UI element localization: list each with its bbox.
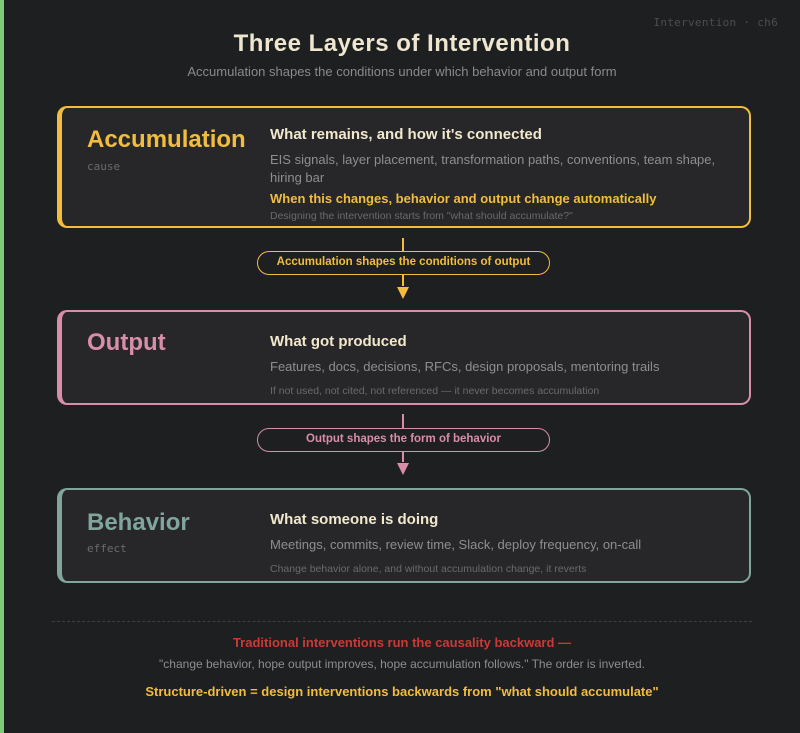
layer-name: Accumulation [87,126,246,153]
page-subtitle: Accumulation shapes the conditions under… [187,64,617,79]
layer-heading: What someone is doing [270,511,439,528]
footer-quote: "change behavior, hope output improves, … [159,657,645,671]
layer-items: Meetings, commits, review time, Slack, d… [270,537,642,552]
layer-note: Change behavior alone, and without accum… [270,563,587,575]
layer-items: Features, docs, decisions, RFCs, design … [270,359,660,374]
connector-label: Accumulation shapes the conditions of ou… [257,251,550,275]
layer-note: Designing the intervention starts from "… [270,210,573,222]
layer-name: Behavior [87,509,190,536]
footer-key-message: Structure-driven = design interventions … [145,684,659,699]
layer-role: cause [87,160,121,173]
layer-body: What remains, and how it's connected EIS… [270,126,729,222]
footer-warning: Traditional interventions run the causal… [232,635,572,650]
behavior-card: Behavior effect What someone is doing Me… [57,488,751,583]
layer-note: If not used, not cited, not referenced —… [270,385,600,397]
accumulation-card: Accumulation cause What remains, and how… [57,106,751,228]
arrow-down-icon [397,287,409,299]
page-title: Three Layers of Intervention [233,30,571,57]
layer-emphasis: When this changes, behavior and output c… [270,191,657,206]
layer-heading: What got produced [270,333,407,350]
chapter-tag: Intervention · ch6 [653,16,778,29]
layer-role: effect [87,542,127,555]
dashed-divider [52,621,752,622]
output-card: Output What got produced Features, docs,… [57,310,751,405]
layer-body: What got produced Features, docs, decisi… [270,333,729,397]
layer-name: Output [87,329,166,356]
connector-label: Output shapes the form of behavior [257,428,550,452]
layer-body: What someone is doing Meetings, commits,… [270,511,729,575]
layer-items: EIS signals, layer placement, transforma… [270,152,716,185]
arrow-down-icon [397,463,409,475]
layer-heading: What remains, and how it's connected [270,126,542,143]
